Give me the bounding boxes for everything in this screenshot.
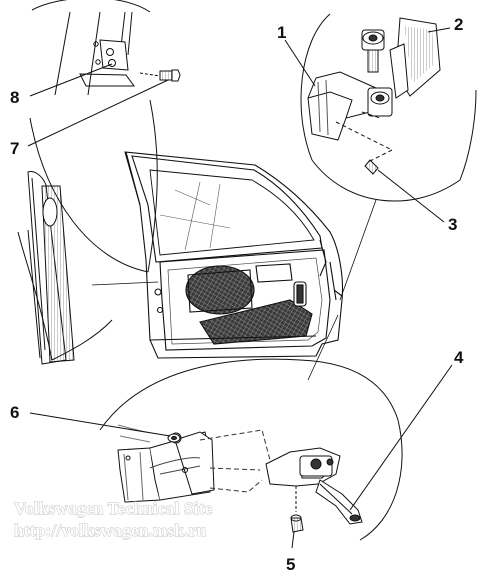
watermark: Volkswagen Technical Site http://volkswa… — [14, 499, 213, 541]
callout-2: 2 — [454, 15, 463, 34]
nut-6 — [167, 433, 181, 443]
callout-3: 3 — [448, 215, 457, 234]
detail-circle-top-left — [17, 0, 181, 365]
callout-5: 5 — [286, 555, 295, 574]
door-bracket — [117, 424, 215, 503]
front-door — [124, 151, 343, 359]
detail-circle-bottom — [99, 358, 403, 541]
bolt-7 — [139, 69, 181, 82]
callout-6: 6 — [10, 403, 19, 422]
watermark-line-2: http://volkswagen.msk.ru — [14, 521, 206, 540]
callout-labels: 1 2 3 4 5 6 7 8 — [10, 15, 464, 574]
door-check-strap — [265, 447, 363, 525]
callout-1: 1 — [277, 23, 286, 42]
callout-4: 4 — [454, 348, 464, 367]
watermark-line-1: Volkswagen Technical Site — [14, 499, 213, 518]
hinge-bracket-1 — [307, 71, 393, 141]
bolt-5 — [290, 486, 304, 533]
detail-circle-top-right — [300, 13, 477, 202]
screw-3 — [335, 111, 393, 175]
leader-lines — [27, 27, 453, 549]
callout-8: 8 — [10, 88, 19, 107]
hinge-pin-2 — [361, 17, 441, 99]
callout-7: 7 — [10, 139, 19, 158]
